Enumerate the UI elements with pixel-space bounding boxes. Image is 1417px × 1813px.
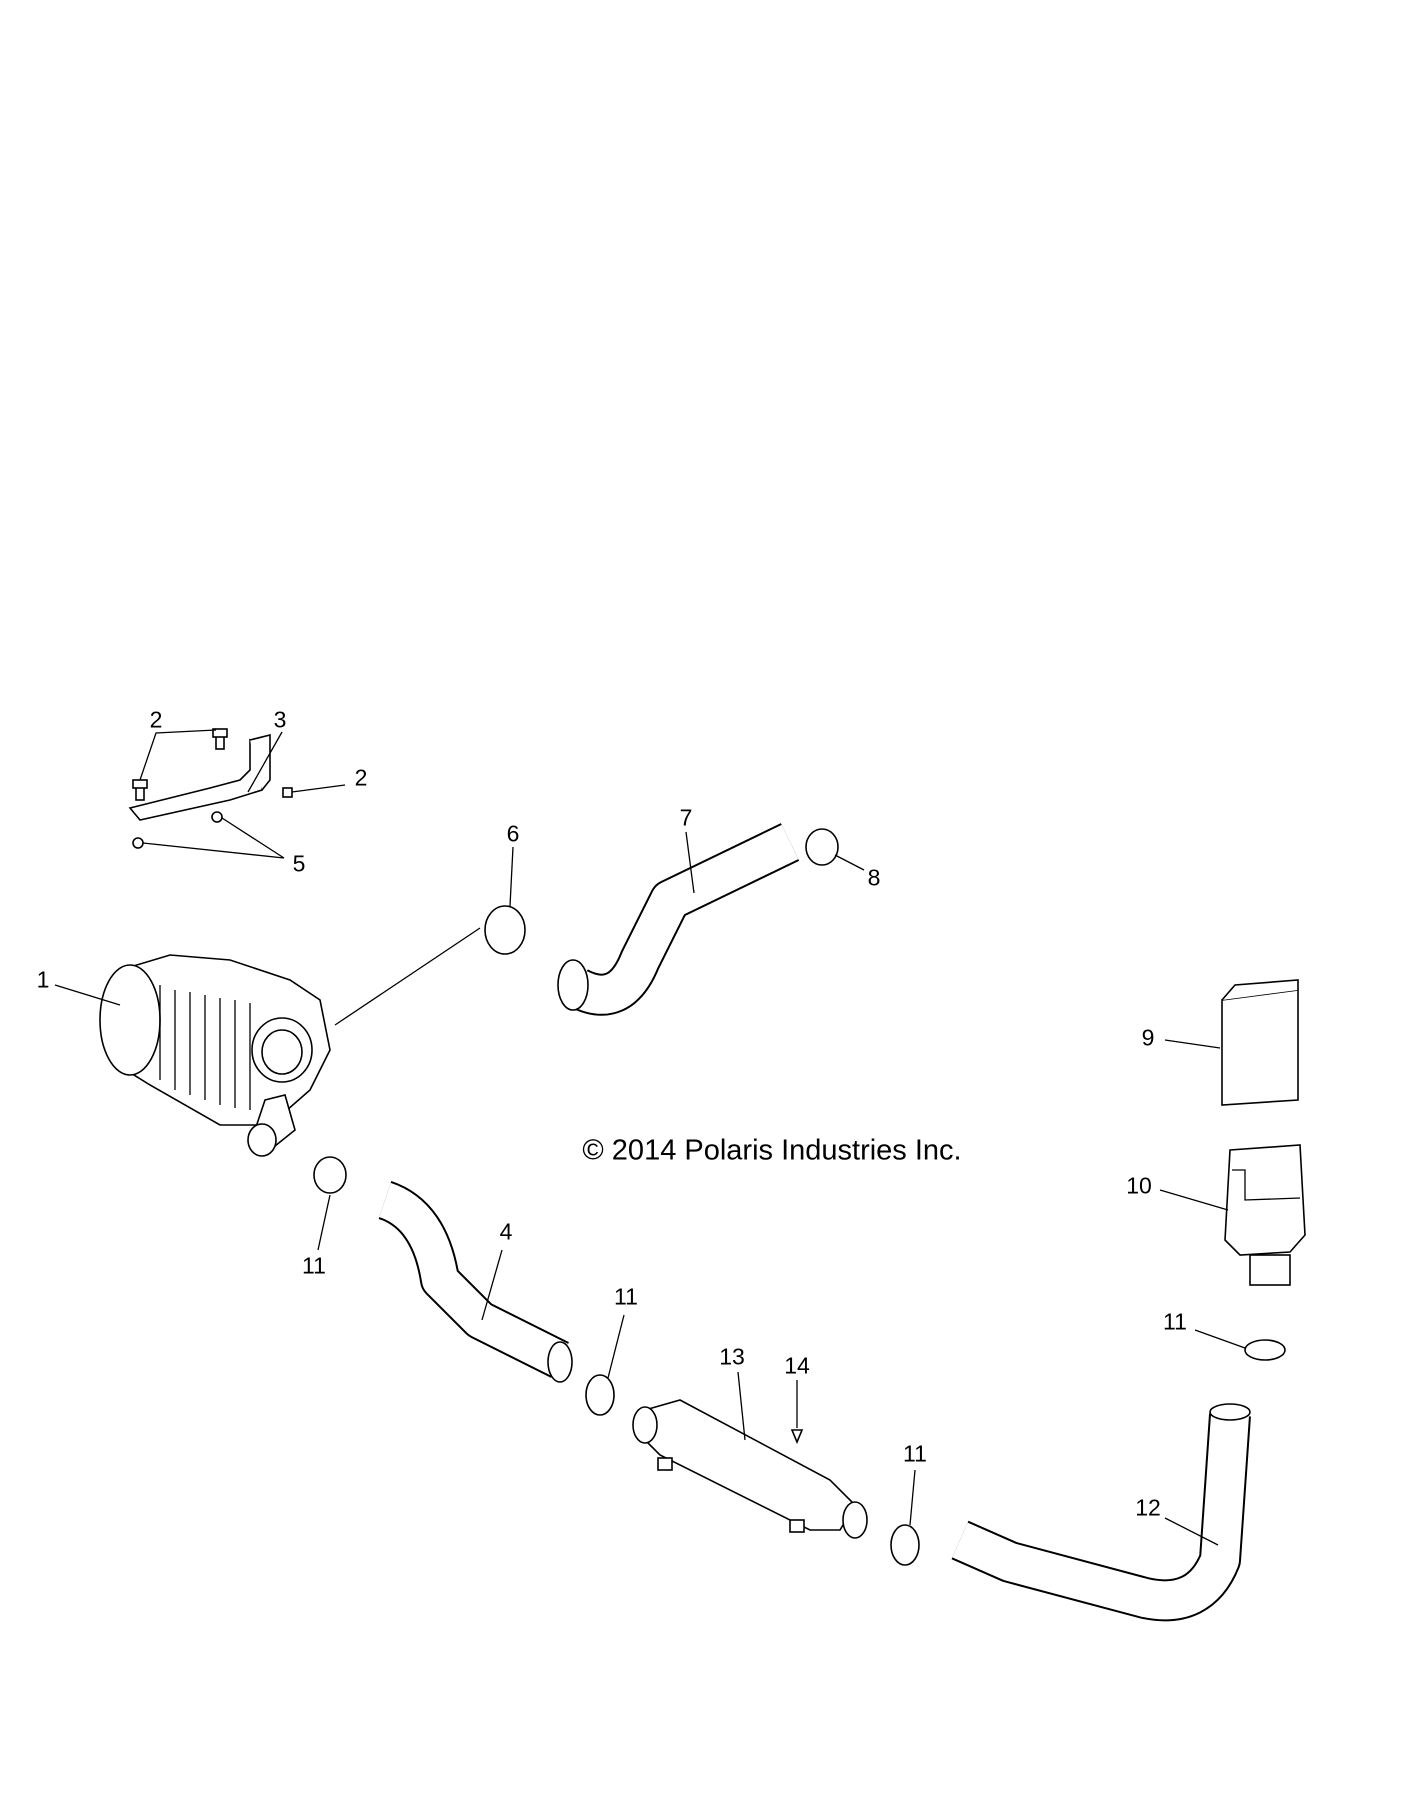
- callout-9: 9: [1141, 1024, 1155, 1051]
- leader-1-6: [334, 927, 481, 1026]
- callout-1: 1: [36, 966, 50, 993]
- hose-clamp: [805, 828, 839, 866]
- bolt: [282, 787, 293, 798]
- leader-3: [247, 731, 283, 793]
- hose-clamp: [585, 1374, 615, 1416]
- intake-hose: [557, 823, 800, 1016]
- leader-11a: [317, 1194, 331, 1251]
- leader-10: [1159, 1189, 1229, 1211]
- callout-3: 3: [273, 706, 287, 733]
- intake-tube: [377, 1181, 573, 1383]
- callout-13: 13: [719, 1343, 745, 1370]
- leader-11b: [607, 1314, 625, 1379]
- leader-1: [54, 984, 121, 1006]
- callout-11: 11: [1163, 1308, 1187, 1335]
- leader-11c: [909, 1469, 916, 1526]
- callout-2: 2: [354, 764, 368, 791]
- intake-cover: [1224, 1144, 1306, 1286]
- bolt: [132, 779, 148, 801]
- callout-2: 2: [149, 706, 163, 733]
- leader-13: [737, 1371, 746, 1441]
- hose-clamp: [313, 1156, 347, 1194]
- screw: [790, 1429, 804, 1445]
- callout-11: 11: [903, 1440, 927, 1467]
- hose-clamp: [1244, 1339, 1286, 1361]
- air-box: [99, 954, 331, 1157]
- intercooler: [632, 1399, 868, 1539]
- nut: [132, 837, 144, 849]
- outlet-hose: [951, 1403, 1251, 1622]
- leader-12: [1164, 1517, 1219, 1546]
- hose-clamp: [890, 1524, 920, 1566]
- copyright-notice: © 2014 Polaris Industries Inc.: [582, 1134, 962, 1167]
- leader-5: [142, 817, 285, 859]
- leader-4: [481, 1249, 503, 1321]
- leader-9: [1164, 1039, 1221, 1049]
- intake-box: [1221, 979, 1299, 1106]
- callout-8: 8: [867, 864, 881, 891]
- leader-11d: [1194, 1329, 1246, 1349]
- leader-6: [509, 846, 514, 907]
- callout-5: 5: [292, 850, 306, 877]
- callout-4: 4: [499, 1218, 513, 1245]
- leader-8: [834, 854, 865, 871]
- callout-11: 11: [614, 1283, 638, 1310]
- leader-2b: [291, 784, 346, 793]
- nut: [211, 811, 223, 823]
- callout-7: 7: [679, 804, 693, 831]
- bolt: [212, 728, 228, 750]
- hose-clamp: [484, 905, 526, 955]
- callout-12: 12: [1135, 1494, 1161, 1521]
- leader-2a: [139, 729, 217, 781]
- callout-10: 10: [1126, 1172, 1152, 1199]
- callout-6: 6: [506, 820, 520, 847]
- mounting-bracket: [128, 733, 271, 821]
- callout-14: 14: [784, 1352, 810, 1379]
- callout-11: 11: [302, 1252, 326, 1279]
- leader-7: [685, 831, 695, 894]
